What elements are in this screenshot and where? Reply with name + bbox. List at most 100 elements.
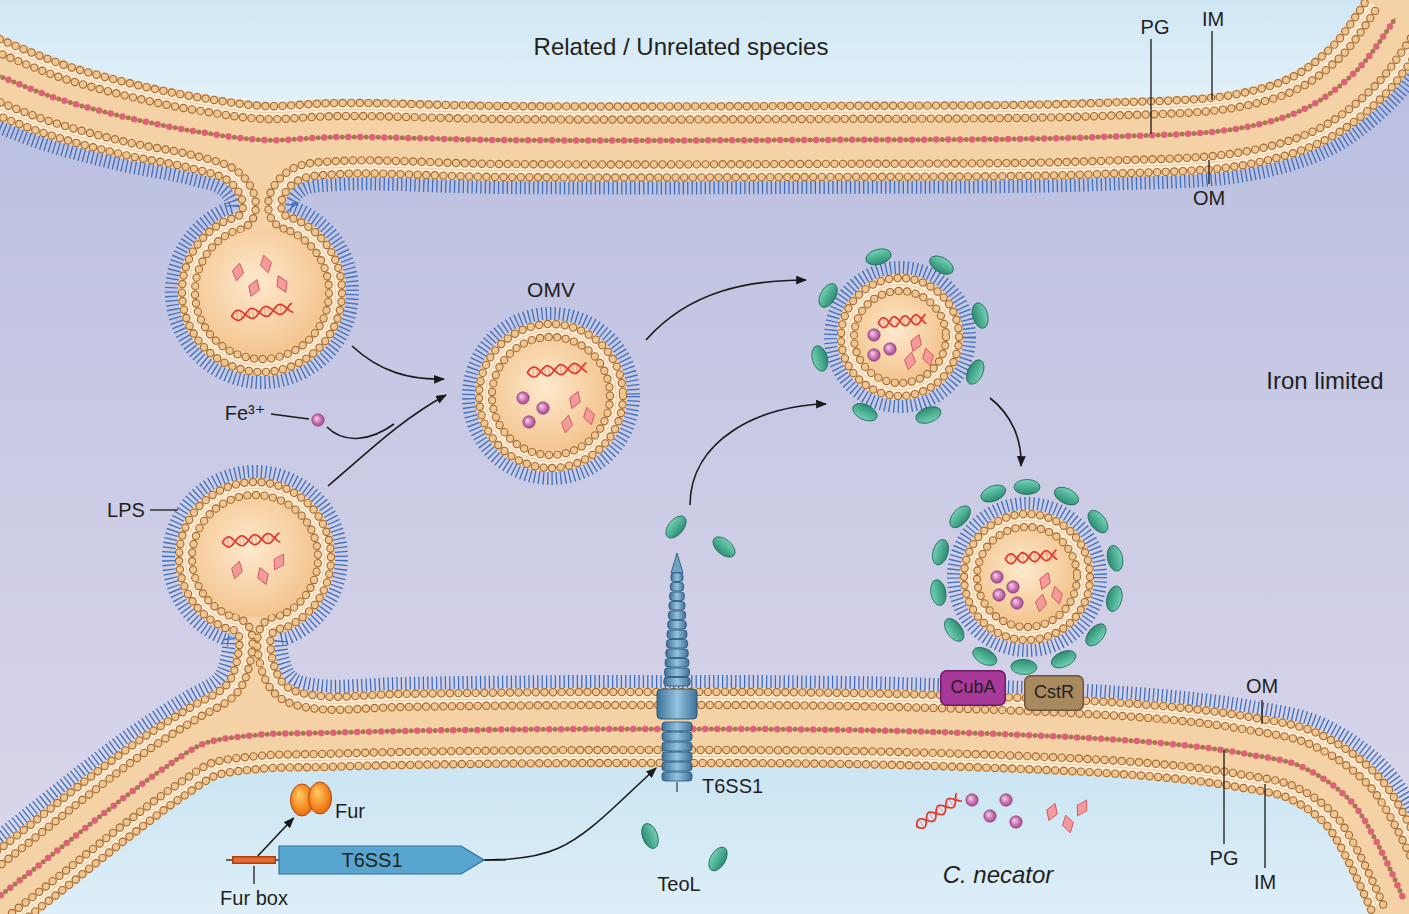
teol-protein: [705, 844, 731, 874]
iron-sphere: [1007, 581, 1019, 593]
membrane-heads-outline: [841, 278, 959, 396]
ion-label: Fe³⁺: [225, 401, 266, 425]
fur-subunit: [309, 782, 332, 814]
sheath-ring: [666, 640, 687, 649]
dna-strand: [914, 793, 962, 831]
outer-membrane-heads: [0, 482, 1409, 882]
iron-sphere: [517, 392, 529, 404]
teol-protein: [926, 252, 956, 278]
membrane-heads-outline: [964, 514, 1090, 640]
iron-sphere: [984, 810, 996, 822]
dna-rung: [532, 367, 534, 377]
outer-membrane-heads: [0, 495, 1409, 888]
lipid-tails-midline: [0, 489, 1409, 885]
teol-protein: [1049, 647, 1079, 671]
lipid-tails-midline: [486, 331, 617, 462]
cell-envelope: [0, 472, 1409, 914]
inner-membrane-heads: [6, 763, 1371, 914]
membrane-heads-outline: [479, 324, 623, 468]
dna-strand: [878, 314, 927, 328]
protein-label: CubA: [950, 677, 995, 699]
cell-label: Related / Unrelated species: [534, 33, 829, 62]
vesicle-lumen: [858, 295, 942, 379]
dna-rung: [252, 308, 253, 318]
teol-protein: [940, 615, 967, 645]
dna-strand: [527, 362, 588, 377]
vesicle-membrane: [837, 274, 963, 400]
dna-rung: [267, 534, 269, 544]
iron-sphere: [966, 794, 978, 806]
receptor-box: CubA: [940, 670, 1005, 706]
dna-rung: [1034, 552, 1036, 562]
omv-vesicle: OMV: [462, 307, 640, 485]
lipid-tails: [486, 331, 617, 462]
protein-cargo: [560, 414, 574, 434]
sheath-ring: [668, 611, 685, 620]
cytoplasm: [0, 0, 1409, 102]
layer-label: OM: [1246, 674, 1278, 698]
dna-rung: [919, 819, 925, 827]
iron-sphere: [868, 349, 880, 361]
vesicle-lumen: [496, 341, 606, 451]
protein-cargo: [270, 551, 289, 572]
vesicle-lumen: [196, 499, 314, 617]
lps-layer: [469, 314, 634, 479]
dna-helix: [231, 303, 294, 322]
outer-membrane-heads-outline: [0, 495, 1409, 888]
protein-cargo: [1060, 814, 1075, 834]
teol-protein: [978, 482, 1008, 506]
outer-membrane-heads-outline: [0, 31, 1409, 359]
membrane-heads: [854, 291, 946, 383]
dna-helix: [222, 532, 281, 547]
lps-layer: [954, 504, 1101, 651]
leader-line: [1264, 784, 1265, 868]
dna-rung: [1010, 554, 1012, 564]
sheath-ring: [669, 602, 685, 611]
iron-sphere: [1010, 816, 1022, 828]
dna-rung: [264, 307, 265, 317]
teol-protein: [929, 579, 948, 607]
dna-strand: [222, 532, 281, 547]
teol-protein: [709, 533, 739, 561]
teol-protein: [970, 644, 1000, 669]
teol-protein: [1011, 659, 1038, 675]
protein-cargo: [1073, 797, 1092, 818]
cell-region: C. necatorCubACstRT6SS1FurFur boxT6SS1: [0, 640, 1409, 914]
membrane-heads-outline: [854, 291, 946, 383]
layer-label: PG: [1210, 846, 1239, 870]
leader-line: [1261, 700, 1262, 724]
receptor-box: CstR: [1024, 675, 1084, 711]
lipid-tails: [848, 285, 953, 390]
lps-layer: [831, 268, 970, 407]
vesicle-membrane: [475, 320, 627, 472]
teol-protein: [864, 246, 893, 267]
protein-cargo: [903, 351, 917, 371]
vesicle: [831, 268, 970, 407]
iron-sphere: [1000, 794, 1012, 806]
membrane-heads-outline: [492, 337, 610, 455]
leader-line: [1150, 39, 1151, 134]
teol-protein: [1104, 584, 1125, 613]
teol-protein: [639, 821, 662, 851]
condition-label: Iron limited: [1266, 367, 1383, 396]
protein-cargo: [1034, 593, 1048, 613]
vesicle: [954, 504, 1101, 651]
process-arrow: [328, 395, 446, 486]
process-arrow: [352, 346, 444, 379]
gene-arrow-shape: [279, 846, 484, 874]
dna-helix: [914, 793, 962, 831]
sheath-ring: [668, 621, 687, 630]
omv-drawing: [469, 314, 634, 479]
sheath-ring: [664, 678, 690, 687]
protein-cargo: [1049, 585, 1064, 605]
connector-arrow: [485, 768, 656, 860]
base-ring: [662, 742, 692, 751]
sheath-ring: [666, 649, 688, 658]
dna-strand: [878, 314, 927, 328]
sheath-ring: [665, 659, 689, 668]
dna-rung: [915, 315, 917, 325]
dna-rung: [948, 799, 954, 807]
